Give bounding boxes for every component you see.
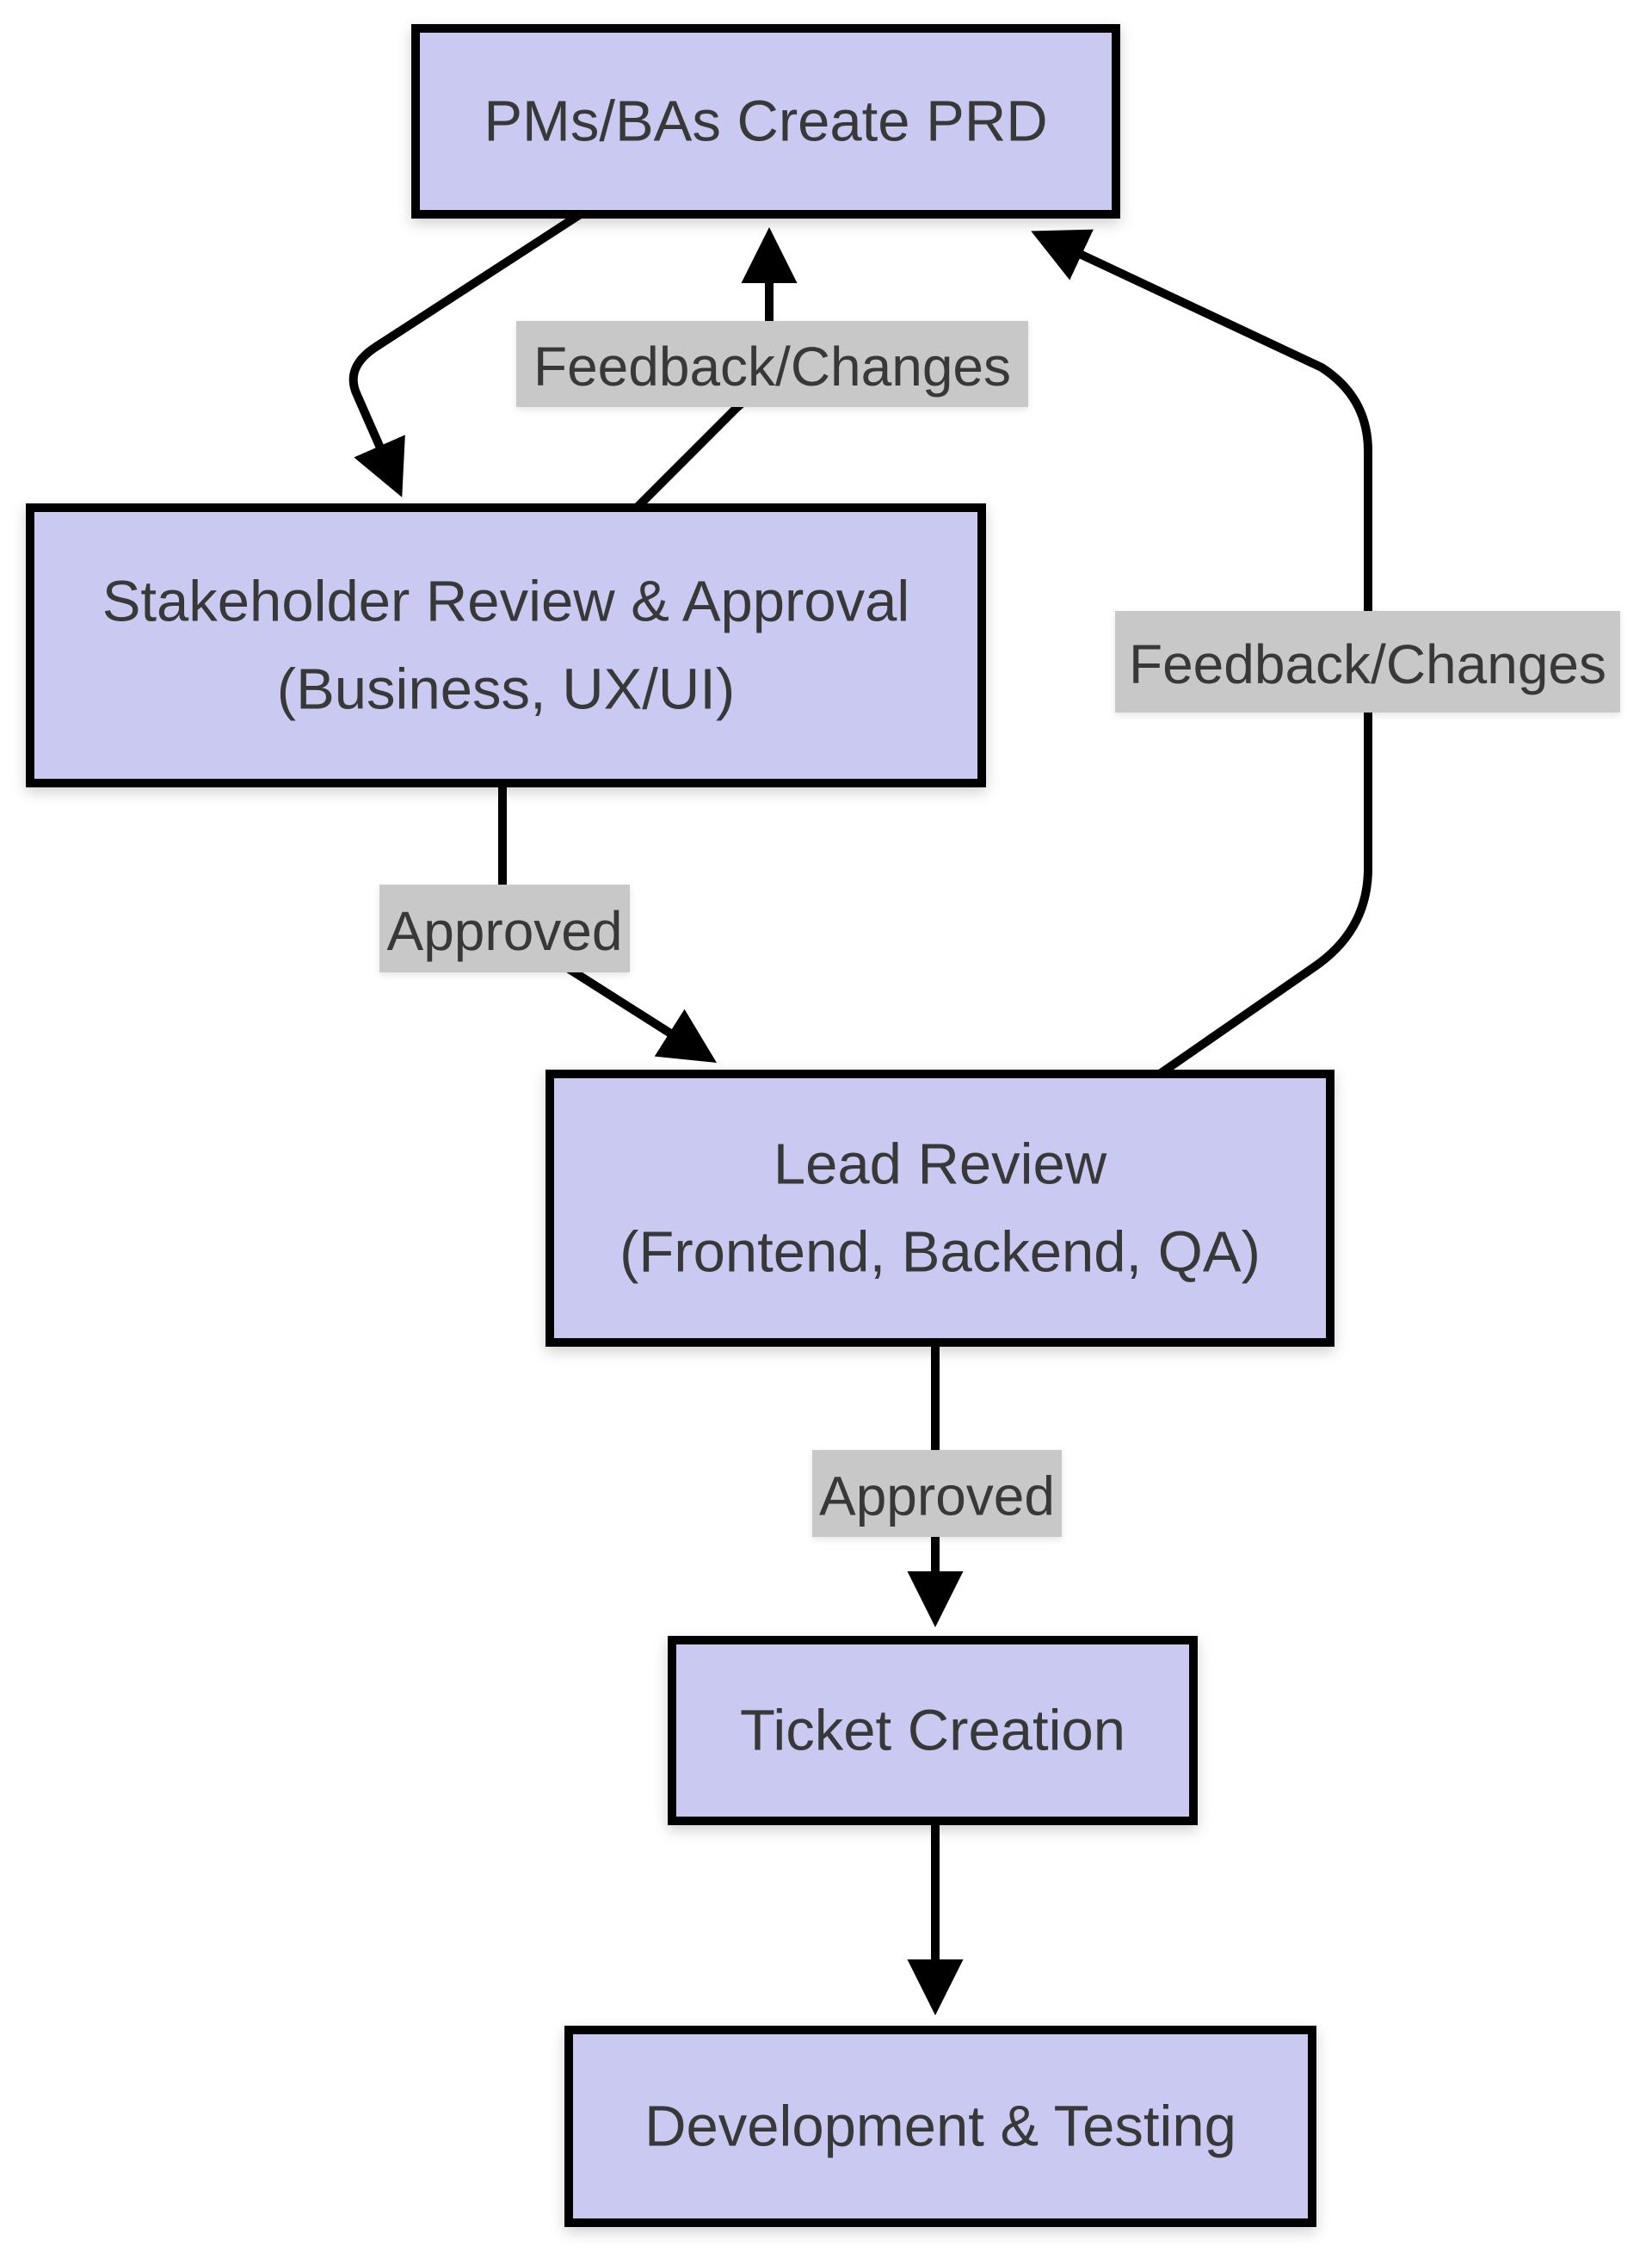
nodes-layer: PMs/BAs Create PRD Stakeholder Review & A… [26,24,1335,2227]
edge-label-stakeholder-to-prd-text: Feedback/Changes [533,336,1011,398]
node-stakeholder: Stakeholder Review & Approval (Business, … [26,503,986,787]
edge-label-lead-to-ticket: Approved [812,1450,1062,1537]
node-ticket-label-line-1: Ticket Creation [740,1699,1125,1763]
node-stakeholder-box [26,503,986,787]
edge-label-stakeholder-to-lead: Approved [379,885,630,972]
edge-label-lead-to-ticket-bg [812,1450,1062,1537]
node-ticket: Ticket Creation [668,1636,1198,1825]
node-prd-label-line-1: PMs/BAs Create PRD [484,89,1047,154]
node-prd: PMs/BAs Create PRD [411,24,1120,219]
node-prd-box [411,24,1120,219]
edge-label-stakeholder-to-lead-text: Approved [387,900,623,962]
node-dev: Development & Testing [564,2026,1316,2227]
node-dev-label-line-1: Development & Testing [644,2095,1236,2159]
node-lead: Lead Review (Frontend, Backend, QA) [546,1070,1335,1347]
node-stakeholder-label-line-2: (Business, UX/UI) [277,657,735,722]
edge-label-lead-to-prd-bg [1115,611,1620,713]
node-stakeholder-label-line-1: Stakeholder Review & Approval [102,570,910,634]
edge-prd-to-stakeholder [348,209,584,497]
node-ticket-box [668,1636,1198,1825]
node-lead-box [546,1070,1335,1347]
edge-label-stakeholder-to-lead-bg [379,885,630,972]
node-dev-box [564,2026,1316,2227]
edge-label-stakeholder-to-prd-bg [516,321,1028,407]
node-lead-label-line-2: (Frontend, Backend, QA) [620,1220,1261,1285]
edge-labels-layer: Feedback/ChangesFeedback/ChangesApproved… [379,321,1620,1537]
edge-label-lead-to-ticket-text: Approved [819,1465,1055,1527]
edge-label-stakeholder-to-prd: Feedback/Changes [516,321,1028,407]
edge-label-lead-to-prd: Feedback/Changes [1115,611,1620,713]
edge-label-lead-to-prd-text: Feedback/Changes [1129,633,1606,695]
node-lead-label-line-1: Lead Review [774,1132,1107,1197]
